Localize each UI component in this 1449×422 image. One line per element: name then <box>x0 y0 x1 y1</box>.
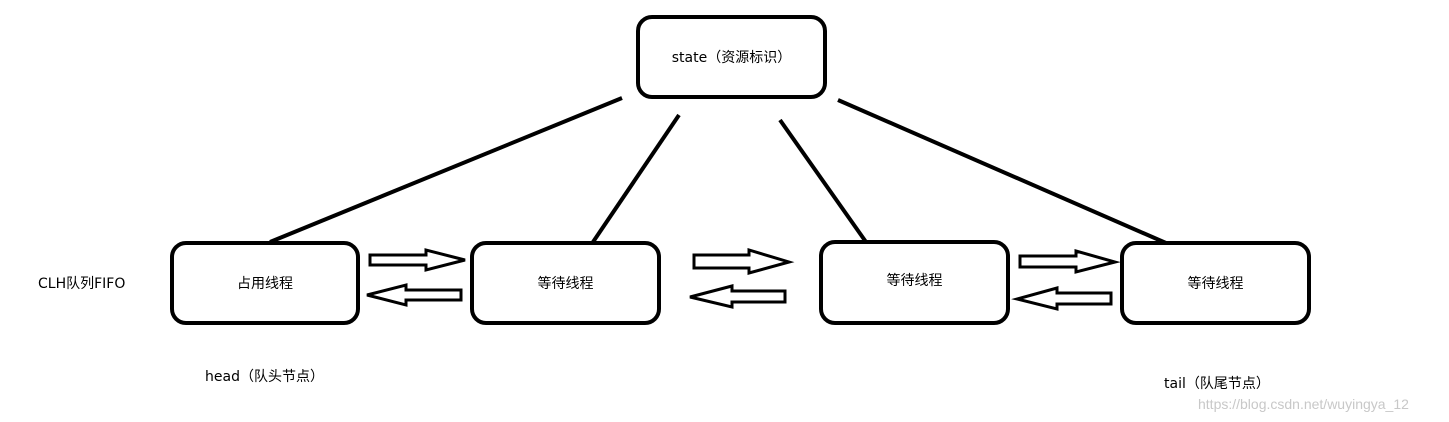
left-arrow-3 <box>1011 286 1113 311</box>
node-label: 等待线程 <box>537 276 594 292</box>
connector-state-node-2 <box>591 113 681 244</box>
right-arrow-1 <box>368 248 466 272</box>
node-label: 占用线程 <box>237 276 293 292</box>
left-arrow-1 <box>366 283 463 307</box>
queue-label: CLH队列FIFO <box>38 276 126 292</box>
node-label: 等待线程 <box>886 272 943 289</box>
connector-state-node-3 <box>778 118 868 244</box>
left-arrow-2 <box>689 284 787 309</box>
node-occupied-thread: 占用线程 <box>170 241 360 325</box>
watermark: https://blog.csdn.net/wuyingya_12 <box>1198 396 1409 412</box>
tail-label: tail（队尾节点） <box>1164 376 1270 392</box>
node-waiting-thread-2: 等待线程 <box>819 240 1010 325</box>
node-waiting-thread-1: 等待线程 <box>470 241 661 325</box>
state-box: state（资源标识） <box>636 15 827 99</box>
node-waiting-thread-3: 等待线程 <box>1120 241 1311 325</box>
state-box-label: state（资源标识） <box>671 50 792 66</box>
right-arrow-3 <box>1018 249 1121 274</box>
node-label: 等待线程 <box>1187 276 1244 292</box>
connector-state-node-4 <box>837 98 1167 245</box>
right-arrow-2 <box>692 247 795 275</box>
connector-state-node-1 <box>269 96 623 244</box>
head-label: head（队头节点） <box>205 369 324 385</box>
